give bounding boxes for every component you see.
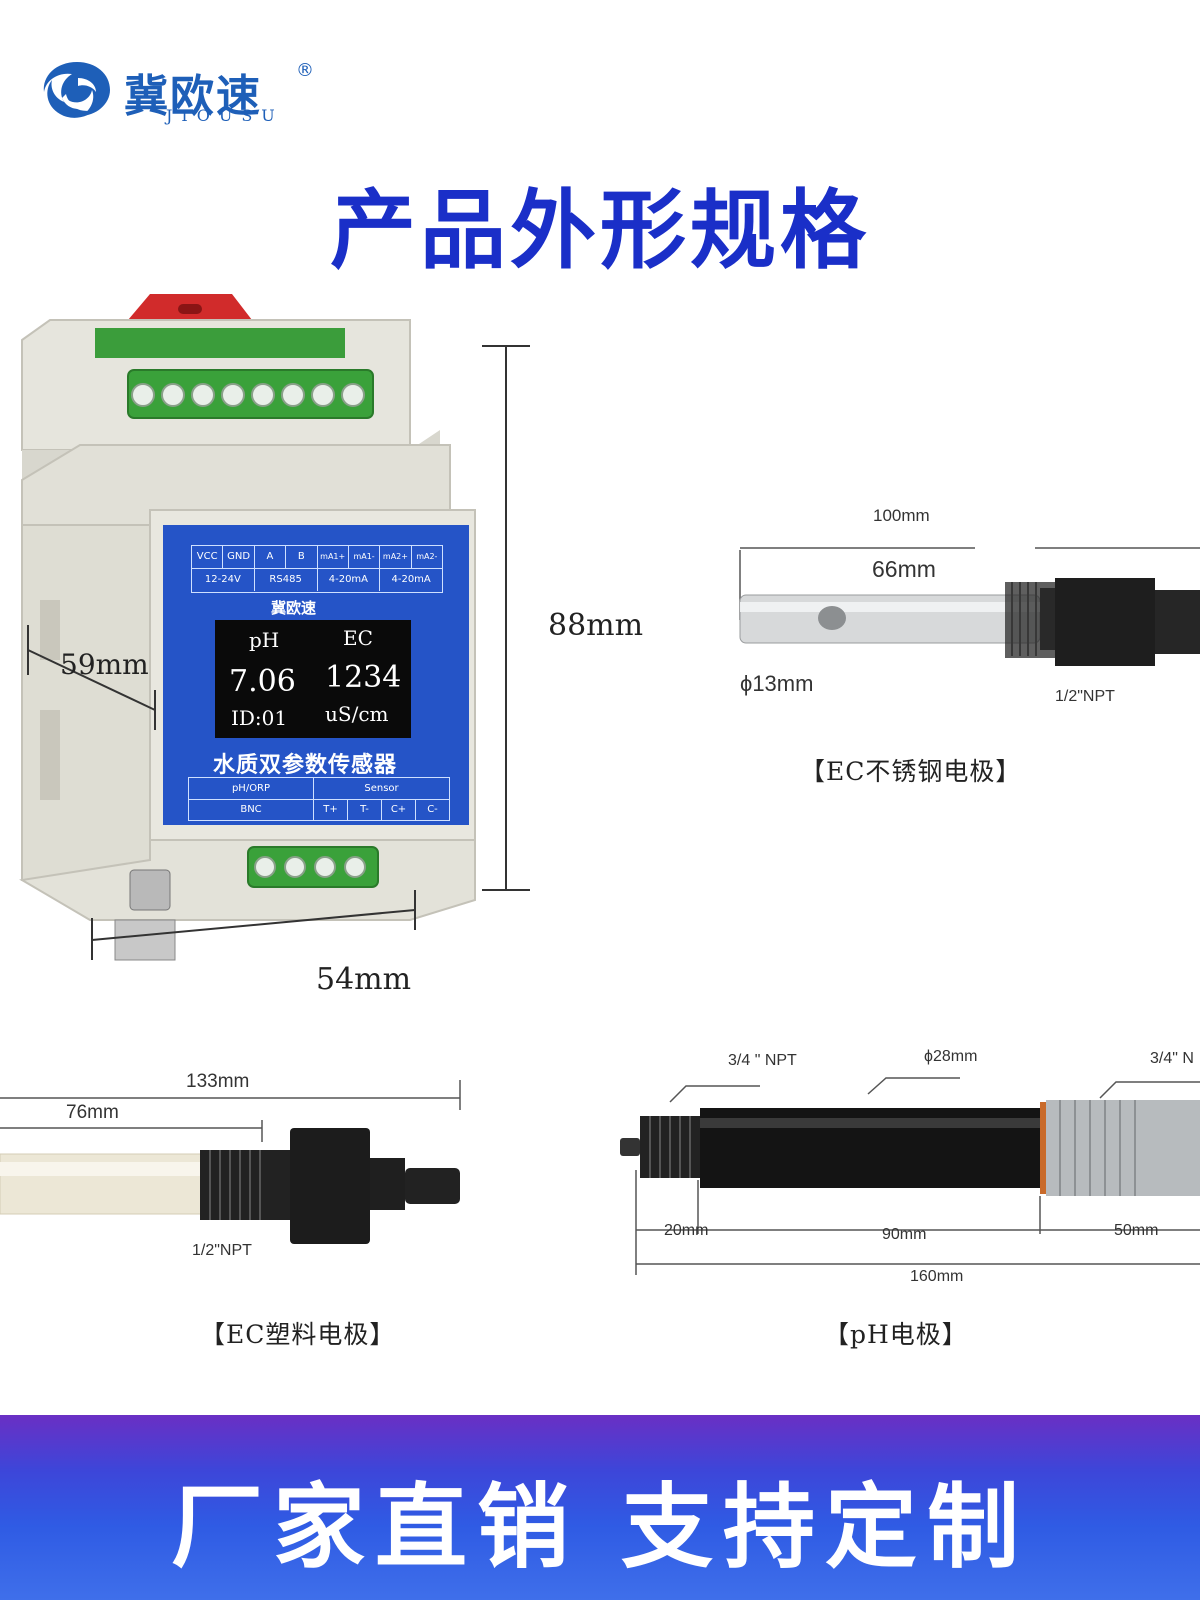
label-ph-orp: pH/ORP bbox=[189, 778, 313, 800]
plastic-thread bbox=[200, 1150, 295, 1220]
device-middle-step bbox=[21, 444, 451, 526]
screen-device-id: ID:01 bbox=[231, 706, 288, 730]
label-power: 12-24V bbox=[192, 569, 255, 591]
pin-c-minus: C- bbox=[427, 804, 438, 815]
ph-o-ring bbox=[1040, 1102, 1046, 1194]
ec-steel-electrode bbox=[739, 547, 1200, 666]
dim-depth: 59mm bbox=[60, 648, 149, 681]
label-ma2: 4-20mA bbox=[391, 574, 431, 585]
panel-overlay: VCC GND A B mA1+ mA1- mA2+ mA2- 12-24V R… bbox=[163, 525, 469, 825]
label-ma1: 4-20mA bbox=[318, 569, 381, 591]
pin-a: A bbox=[255, 546, 287, 568]
label-rs485: RS485 bbox=[255, 569, 318, 591]
ph-thread-right bbox=[1046, 1100, 1200, 1196]
pin-ma1-plus: mA1+ bbox=[318, 546, 349, 568]
pin-ma2-plus: mA2+ bbox=[380, 546, 412, 568]
registered-mark: ® bbox=[296, 60, 314, 81]
pin-vcc: VCC bbox=[192, 546, 224, 568]
device-illustration bbox=[19, 294, 530, 961]
panel-brand: 冀欧速 bbox=[271, 599, 317, 617]
dimension-lines bbox=[27, 345, 530, 960]
ph-leader-lines bbox=[669, 1077, 1200, 1103]
ec-steel-total: 100mm bbox=[873, 506, 930, 525]
terminal-label-grid: VCC GND A B mA1+ mA1- mA2+ mA2- 12-24V R… bbox=[191, 545, 443, 593]
ec-plastic-total: 133mm bbox=[186, 1071, 250, 1092]
pin-ma1-minus: mA1- bbox=[349, 546, 381, 568]
screen-label-ec: EC bbox=[343, 626, 373, 650]
bottom-terminal-block bbox=[247, 846, 379, 888]
screen-unit: uS/cm bbox=[325, 702, 389, 726]
dim-width: 54mm bbox=[316, 962, 412, 997]
dim-height: 88mm bbox=[548, 608, 644, 643]
pin-b: B bbox=[286, 546, 318, 568]
brand-swirl-icon bbox=[43, 62, 110, 118]
label-bnc: BNC bbox=[240, 804, 262, 815]
ph-total: 160mm bbox=[910, 1268, 964, 1285]
pin-t-minus: T- bbox=[348, 800, 382, 820]
pin-gnd: GND bbox=[223, 546, 255, 568]
bnc-plug bbox=[114, 919, 176, 961]
ec-steel-diameter: ϕ13mm bbox=[740, 671, 814, 696]
label-sensor: Sensor bbox=[314, 778, 449, 800]
ec-steel-tube-length: 66mm bbox=[872, 556, 936, 582]
ec-plastic-tube-length: 76mm bbox=[66, 1102, 119, 1123]
ec-steel-thread: 1/2"NPT bbox=[1055, 688, 1115, 705]
tube-hole bbox=[818, 606, 846, 630]
oled-screen: pH EC 7.06 1234 ID:01 uS/cm bbox=[215, 620, 411, 738]
ec-plastic-dim-lines bbox=[0, 1080, 461, 1142]
ec-plastic-electrode bbox=[0, 1080, 461, 1244]
screen-value-ph: 7.06 bbox=[229, 664, 296, 699]
ec-steel-caption: 【EC不锈钢电极】 bbox=[800, 757, 1022, 786]
screen-label-ph: pH bbox=[249, 628, 280, 652]
ph-thread-right-label: 3/4" N bbox=[1150, 1050, 1194, 1067]
promo-banner-text: 厂家直销 支持定制 bbox=[170, 1474, 1030, 1581]
promo-banner: 厂家直销 支持定制 bbox=[0, 1415, 1200, 1600]
ph-caption: 【pH电极】 bbox=[824, 1320, 968, 1349]
ph-diameter: ϕ28mm bbox=[924, 1048, 978, 1065]
brand-name-cn: 冀欧速 bbox=[124, 71, 262, 122]
plastic-nut bbox=[290, 1128, 370, 1244]
ph-dim-lines bbox=[635, 1170, 1200, 1275]
ec-plastic-thread: 1/2"NPT bbox=[192, 1242, 252, 1259]
ph-seg1: 20mm bbox=[664, 1222, 709, 1239]
brand-logo: 冀欧速 ® JIOUSU bbox=[38, 58, 318, 128]
pin-ma2-minus: mA2- bbox=[416, 552, 438, 561]
ph-thread-left-label: 3/4 " NPT bbox=[728, 1052, 797, 1069]
product-name: 水质双参数传感器 bbox=[213, 753, 398, 778]
steel-nut bbox=[1055, 578, 1155, 666]
ph-seg2: 90mm bbox=[882, 1226, 927, 1243]
sensor-label-grid: pH/ORP BNC Sensor T+ T- C+ C- bbox=[188, 777, 450, 821]
page-title: 产品外形规格 bbox=[330, 181, 870, 281]
ph-electrode bbox=[620, 1077, 1200, 1275]
pin-c-plus: C+ bbox=[382, 800, 416, 820]
bnc-connector bbox=[129, 869, 171, 911]
pin-t-plus: T+ bbox=[314, 800, 348, 820]
screen-value-ec: 1234 bbox=[325, 660, 402, 695]
ph-seg3: 50mm bbox=[1114, 1222, 1159, 1239]
top-terminal-block bbox=[127, 369, 374, 419]
brand-name-en: JIOUSU bbox=[166, 106, 284, 125]
ec-plastic-caption: 【EC塑料电极】 bbox=[200, 1320, 396, 1349]
ph-tip bbox=[620, 1138, 640, 1156]
